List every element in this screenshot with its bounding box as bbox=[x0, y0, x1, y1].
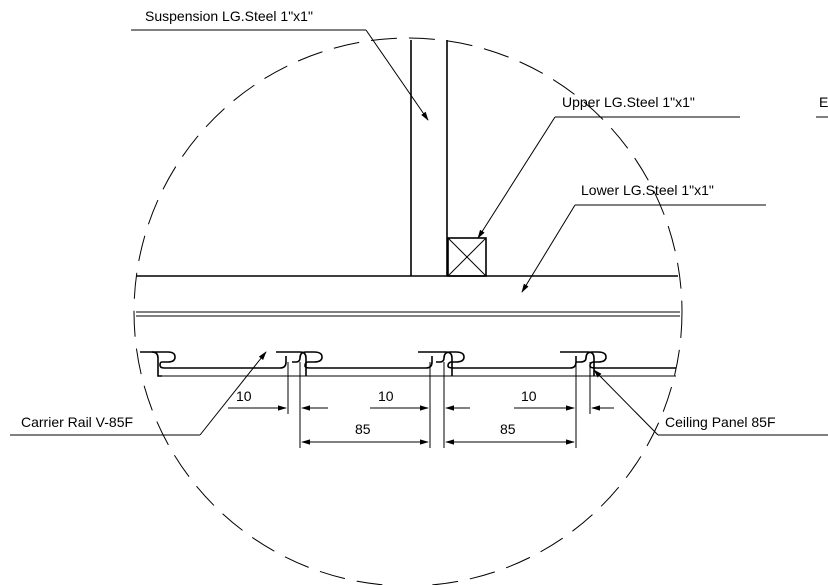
upper-steel-section bbox=[447, 237, 487, 277]
leader-carrier bbox=[199, 351, 267, 436]
leader-panel bbox=[593, 369, 659, 436]
dim-gap-3: 10 bbox=[521, 388, 537, 404]
label-edge-fragment: E bbox=[819, 94, 828, 110]
panel-profile bbox=[140, 351, 676, 377]
label-panel: Ceiling Panel 85F bbox=[665, 414, 776, 430]
leader-upper bbox=[477, 116, 556, 239]
leader-lower bbox=[521, 204, 576, 293]
leader-suspension bbox=[365, 29, 429, 121]
label-suspension: Suspension LG.Steel 1"x1" bbox=[145, 8, 313, 24]
dim-panel-1: 85 bbox=[355, 421, 371, 437]
detail-circle bbox=[133, 37, 683, 585]
dim-panel-2: 85 bbox=[500, 421, 516, 437]
dim-gap-2: 10 bbox=[378, 388, 394, 404]
label-carrier: Carrier Rail V-85F bbox=[21, 414, 133, 430]
label-upper: Upper LG.Steel 1"x1" bbox=[562, 94, 695, 110]
label-lower: Lower LG.Steel 1"x1" bbox=[581, 182, 714, 198]
dimension-extensions bbox=[287, 362, 591, 448]
dim-gap-1: 10 bbox=[236, 388, 252, 404]
